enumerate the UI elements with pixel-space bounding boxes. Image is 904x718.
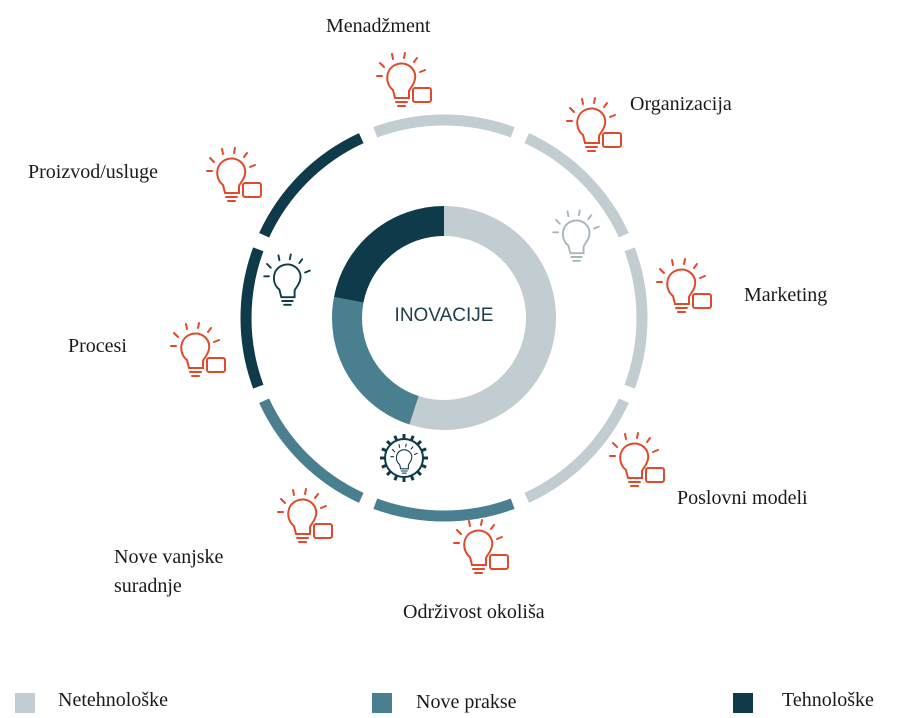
label-organizacija: Organizacija	[630, 93, 732, 115]
legend-swatch-netehnoloske	[15, 693, 35, 713]
bulb-money-gear-icon	[609, 432, 665, 487]
bulb-hand-box-icon	[206, 147, 262, 202]
outer-segment-menadzment	[373, 114, 515, 138]
bulb-network-icon	[566, 97, 622, 152]
bulb-person-icon	[552, 209, 600, 262]
inner-ring	[332, 206, 556, 430]
bulb-handshake-icon	[277, 488, 333, 543]
center-label: INOVACIJE	[395, 305, 494, 326]
label-poslovni-modeli: Poslovni modeli	[677, 487, 808, 509]
category-icons	[170, 52, 712, 574]
label-menadzment: Menadžment	[326, 15, 431, 37]
legend-label-tehnoloske: Tehnološke	[782, 689, 874, 711]
inner-segment-tehnoloske	[333, 206, 445, 304]
bulb-gear-person-icon	[376, 52, 432, 107]
bulb-megaphone-icon	[656, 258, 712, 313]
bulb-gear-icon	[263, 253, 311, 306]
label-proizvod-usluge: Proizvod/usluge	[28, 161, 158, 183]
legend-label-netehnoloske: Netehnološke	[58, 689, 168, 711]
label-procesi: Procesi	[68, 335, 127, 357]
bulb-leaf-icon	[453, 519, 509, 574]
outer-segment-organizacija	[524, 133, 629, 238]
outer-segment-procesi	[240, 247, 264, 389]
legend-swatch-tehnoloske	[733, 693, 753, 713]
inner-segment-nove_prakse	[332, 297, 420, 425]
outer-segment-suradnje	[259, 398, 364, 503]
bulb-process-blocks-icon	[170, 322, 226, 377]
label-nove-vanjske-line2: suradnje	[114, 575, 182, 597]
outer-ring	[240, 114, 648, 522]
outer-segment-proizvod	[259, 133, 364, 238]
outer-segment-marketing	[624, 247, 648, 389]
bulb-gear-wheel-icon	[390, 443, 418, 474]
outer-segment-poslovni_modeli	[524, 398, 629, 503]
legend-label-nove-prakse: Nove prakse	[416, 691, 517, 713]
label-nove-vanjske-line1: Nove vanjske	[114, 546, 224, 568]
inner-segment-netehnoloske	[409, 206, 556, 430]
group-icons	[263, 209, 600, 482]
outer-segment-odrzivost	[373, 498, 515, 522]
label-marketing: Marketing	[744, 284, 828, 306]
gear-wheel-icon	[380, 434, 428, 482]
legend-swatch-nove-prakse	[372, 693, 392, 713]
label-odrzivost-okolisa: Održivost okoliša	[403, 601, 545, 623]
